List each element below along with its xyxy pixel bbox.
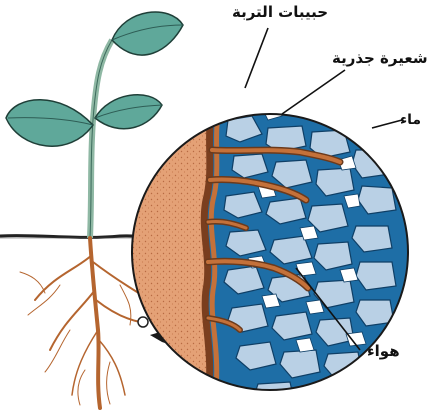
leaf-right	[95, 95, 162, 129]
soil-surface	[0, 236, 150, 238]
stem	[90, 40, 112, 238]
roots	[20, 238, 150, 408]
leaf-upper	[112, 12, 183, 55]
label-soil-particles: حبيبات التربة	[232, 3, 328, 21]
leaf-left	[6, 100, 93, 146]
label-water: ماء	[400, 112, 421, 128]
label-air: هواء	[367, 342, 400, 360]
label-root-hair: شعيرة جذرية	[332, 49, 428, 67]
root-tissue	[130, 110, 212, 400]
magnified-spot	[138, 317, 148, 327]
